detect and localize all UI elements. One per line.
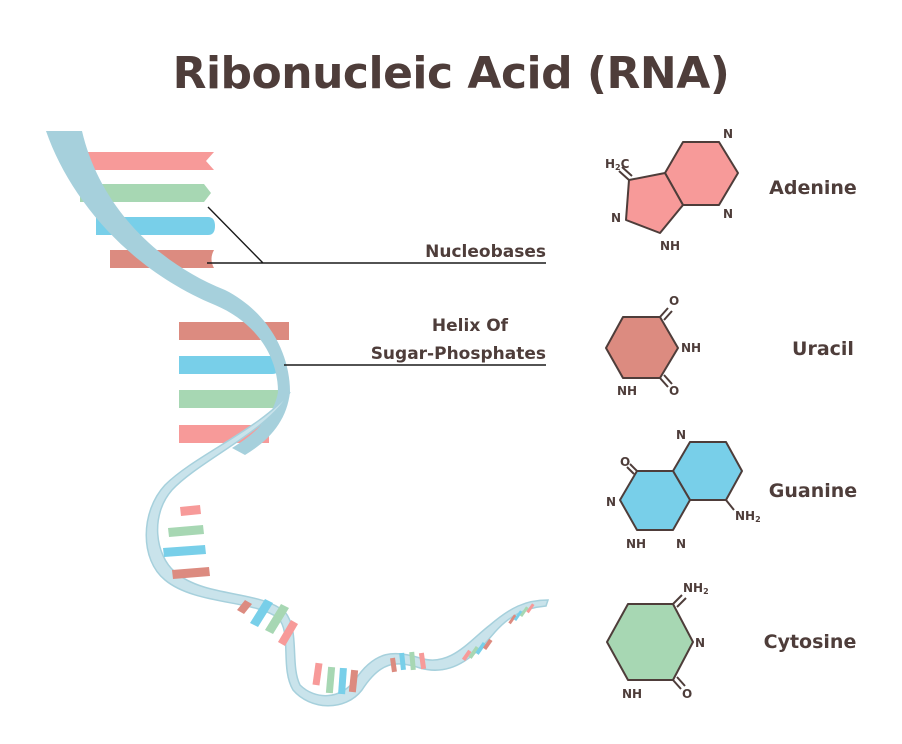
rung <box>250 599 273 627</box>
base-name-cytosine: Cytosine <box>764 631 857 653</box>
label-nucleobases: Nucleobases <box>425 242 546 262</box>
atom-o: O <box>620 455 630 469</box>
rung <box>519 606 529 618</box>
rung <box>278 620 298 646</box>
rung <box>482 638 493 651</box>
callout-nucleobases: Nucleobases <box>207 206 546 264</box>
rung <box>508 614 517 625</box>
adenine-double-bond <box>618 166 633 181</box>
atom-sub: 2 <box>703 587 709 596</box>
atom-n: N <box>695 636 705 650</box>
page-title: Ribonucleic Acid (RNA) <box>173 48 730 99</box>
base-guanine: N O N NH N NH2 Guanine <box>606 428 857 551</box>
uracil-double-bond-top <box>659 307 673 321</box>
atom-h: H <box>605 157 615 171</box>
rung-blue <box>179 356 280 374</box>
atom-nh2: NH2 <box>735 509 761 524</box>
atom-nh2: NH2 <box>683 581 709 596</box>
rung <box>475 641 487 655</box>
rung <box>180 505 201 516</box>
uracil-ring <box>605 316 679 379</box>
rung <box>418 652 427 670</box>
atom-o: O <box>669 384 679 398</box>
atom-nh: NH <box>626 537 646 551</box>
base-name-guanine: Guanine <box>769 480 857 502</box>
rung <box>172 567 210 579</box>
rung <box>237 600 252 614</box>
rung <box>461 649 472 662</box>
rung <box>163 545 206 557</box>
cytosine-double-bond-top <box>672 594 687 608</box>
atom-nh: NH <box>735 509 755 523</box>
uracil-double-bond-bottom <box>659 374 673 388</box>
rung <box>526 603 535 614</box>
atom-n: N <box>606 495 616 509</box>
nucleobase-rungs-lower <box>163 505 210 579</box>
nucleobase-rungs-bottom <box>312 662 359 695</box>
atom-h2c: H2C <box>605 157 630 172</box>
nucleobase-rungs-tail <box>461 603 535 662</box>
base-name-adenine: Adenine <box>769 177 857 199</box>
rung-green <box>179 390 288 408</box>
rung <box>338 667 347 695</box>
atom-n: N <box>723 207 733 221</box>
rung <box>168 525 204 537</box>
nucleobase-rungs-hump <box>390 651 427 673</box>
base-uracil: O NH NH O Uracil <box>605 294 854 398</box>
nucleobase-rungs-diagonal <box>237 599 298 646</box>
label-helix-line1: Helix Of <box>432 316 509 336</box>
atom-nh: NH <box>683 581 703 595</box>
cytosine-ring <box>606 603 694 681</box>
cytosine-double-bond-bottom <box>672 676 686 690</box>
atom-n: N <box>611 211 621 225</box>
leader-line-nucleobases <box>207 206 546 264</box>
base-cytosine: NH2 N NH O Cytosine <box>606 581 857 701</box>
rung <box>513 610 523 622</box>
base-name-uracil: Uracil <box>792 338 854 360</box>
rung <box>399 652 406 671</box>
atom-c: C <box>621 157 630 171</box>
base-adenine: N N N NH H2C Adenine <box>605 127 857 253</box>
adenine-imidazole-ring <box>625 172 684 234</box>
atom-nh: NH <box>660 239 680 253</box>
rung <box>325 666 336 694</box>
rung <box>312 662 323 686</box>
rung <box>468 645 480 659</box>
atom-n: N <box>676 428 686 442</box>
rna-helix-illustration <box>46 131 550 707</box>
atom-n: N <box>676 537 686 551</box>
rung <box>265 604 289 634</box>
guanine-ring-left <box>619 470 691 531</box>
atom-nh: NH <box>617 384 637 398</box>
atom-sub: 2 <box>755 515 761 524</box>
sugar-phosphate-strand-twist <box>145 391 550 707</box>
sugar-phosphate-strand-upper <box>46 131 290 455</box>
guanine-double-bond <box>626 463 638 475</box>
atom-o: O <box>669 294 679 308</box>
rung <box>390 657 397 673</box>
rung-pink-notched <box>70 152 214 170</box>
atom-nh: NH <box>681 341 701 355</box>
atom-o: O <box>682 687 692 701</box>
rung-green-arrow <box>80 184 211 202</box>
callout-helix: Helix Of Sugar-Phosphates <box>284 316 546 366</box>
guanine-nh2-bond <box>725 499 735 511</box>
atom-nh: NH <box>622 687 642 701</box>
rung <box>409 651 416 671</box>
rung <box>348 669 359 693</box>
label-helix-line2: Sugar-Phosphates <box>371 344 546 364</box>
atom-n: N <box>723 127 733 141</box>
atom-sub: 2 <box>615 163 621 172</box>
